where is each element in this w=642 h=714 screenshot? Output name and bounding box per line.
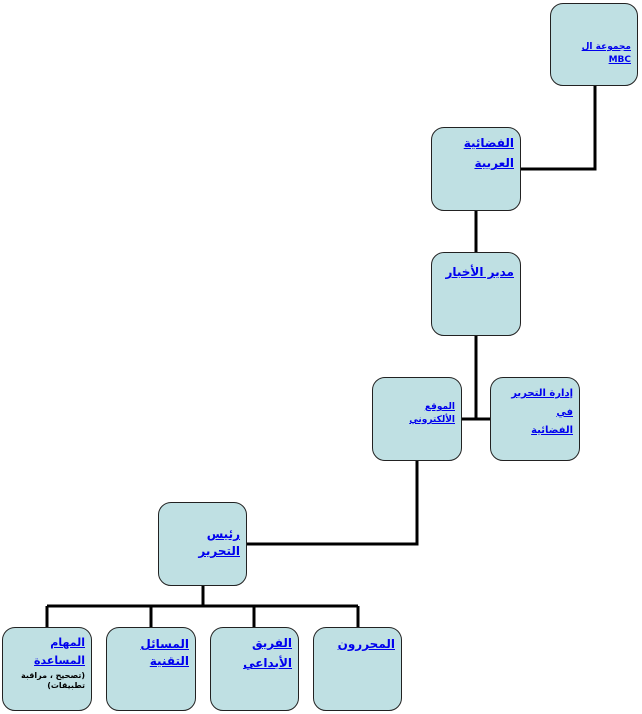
link-editorial-management[interactable]: إدارة التحرير في الفضائية — [511, 388, 573, 436]
node-website: الموقع الألكتروني — [372, 377, 462, 461]
node-arabiya-channel: الفضائية العربية — [431, 127, 521, 211]
node-creative-team: الفريق الأبداعي — [210, 627, 299, 711]
link-mbc-group[interactable]: مجموعة ال MBC — [581, 42, 631, 66]
link-website[interactable]: الموقع الألكتروني — [409, 402, 455, 426]
team-line2: الأبداعي — [243, 656, 292, 671]
link-editor-in-chief[interactable]: رئيس التحرير — [198, 527, 240, 559]
node-news-director: مدير الأخبار — [431, 252, 521, 336]
link-news-director[interactable]: مدير الأخبار — [445, 265, 514, 279]
node-mbc-group: مجموعة ال MBC — [550, 3, 638, 86]
node-editors: المحررون — [313, 627, 402, 711]
connector-mbc-arab — [521, 86, 597, 171]
arabiya-line1: الفضائية — [463, 136, 514, 150]
node-editor-in-chief: رئيس التحرير — [158, 502, 247, 586]
node-editorial-management: إدارة التحرير في الفضائية — [490, 377, 580, 461]
connector-news-site-admin — [462, 336, 478, 421]
link-editors[interactable]: المحررون — [337, 637, 395, 651]
link-creative-team[interactable]: الفريق الأبداعي — [243, 636, 292, 670]
support-tasks-note: (تصحيح ، مراقبة تطبيقات) — [21, 671, 85, 691]
connector-site-chief — [247, 461, 419, 546]
node-technical-issues: المسائل التقنية — [106, 627, 196, 711]
node-support-tasks: المهام المساعدة (تصحيح ، مراقبة تطبيقات) — [2, 627, 92, 711]
link-support-tasks[interactable]: المهام المساعدة — [34, 636, 85, 667]
admin-line2: الفضائية — [531, 425, 573, 436]
team-line1: الفريق — [251, 636, 292, 650]
link-technical-issues[interactable]: المسائل التقنية — [140, 637, 189, 669]
admin-line1: إدارة التحرير في — [511, 388, 573, 418]
link-arabiya-channel[interactable]: الفضائية العربية — [464, 136, 514, 170]
arabiya-line2: العربية — [474, 156, 514, 171]
